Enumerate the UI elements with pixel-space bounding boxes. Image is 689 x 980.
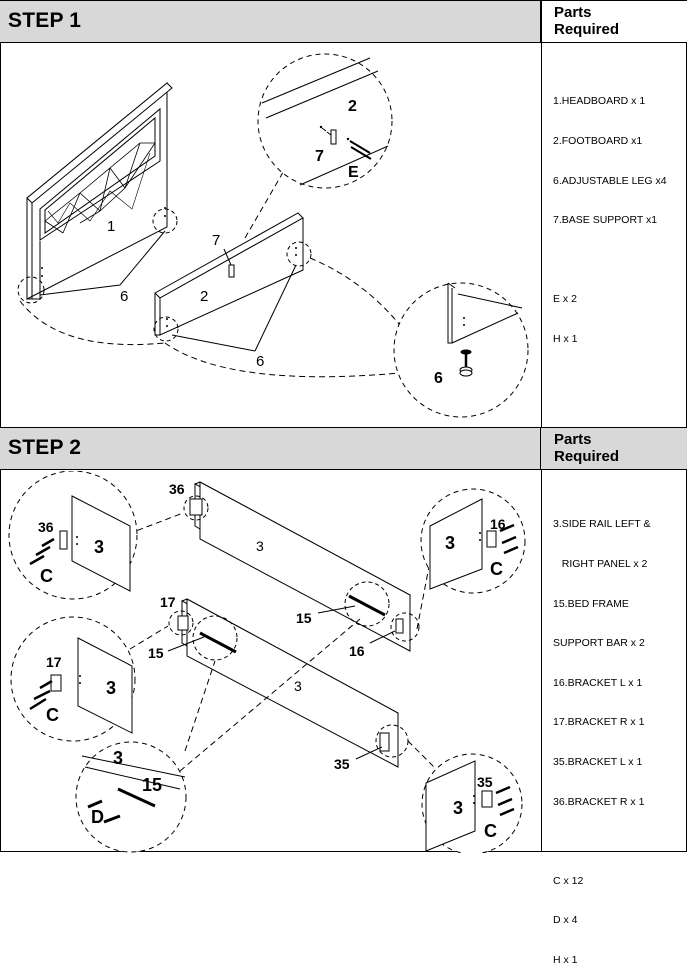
step1-header: STEP 1 [0,1,541,43]
detail-circle-bracket36 [8,471,138,600]
d2-screw-label: C [46,705,59,725]
base-support-label: 7 [212,232,220,249]
step2-title: STEP 2 [8,436,82,459]
d2-bracket-label: 17 [46,654,62,670]
d5-rail-label: 3 [453,798,463,818]
column-divider [541,1,542,852]
step1-title: STEP 1 [8,9,82,32]
part-item: 15.BED FRAME [553,597,629,610]
bracket17-label: 17 [160,594,176,610]
headboard-label: 1 [107,218,115,235]
step2-diagram: 3 3 36 17 15 15 16 35 36 3 C [8,471,526,853]
footboard-drawing [154,212,304,336]
parts-heading-line2: Required [554,448,620,465]
part-item: 2.FOOTBOARD x1 [553,135,643,148]
part-item: 36.BRACKET R x 1 [553,795,645,808]
step2-parts-list: 3.SIDE RAIL LEFT & RIGHT PANEL x 2 15.BE… [553,492,650,980]
lower-rail-drawing [177,598,400,768]
part-item: 1.HEADBOARD x 1 [553,95,646,108]
part-item: 17.BRACKET R x 1 [553,716,645,729]
headboard-drawing [26,81,173,300]
parts-heading-line1: Parts [554,431,592,448]
detail-leg-label: 6 [434,370,443,387]
hardware-item: D x 4 [553,914,578,927]
d4-rail-label: 3 [445,533,455,553]
detail-circle-bracket17 [10,616,136,742]
hardware-item: H x 1 [553,332,578,345]
hardware-item: E x 2 [553,293,577,306]
hardware-item: C x 12 [553,874,584,887]
bracket35-label: 35 [334,756,350,772]
part-item: SUPPORT BAR x 2 [553,637,645,650]
d1-rail-label: 3 [94,537,104,557]
detail-circle-leg [393,282,529,418]
upper-rail-label: 3 [256,538,264,554]
leg-label-b: 6 [256,353,264,370]
d1-bracket-label: 36 [38,519,54,535]
part-item: 35.BRACKET L x 1 [553,756,643,769]
part-item: RIGHT PANEL x 2 [553,558,648,571]
d5-bracket-label: 35 [477,774,493,790]
step1-parts-list: 1.HEADBOARD x 1 2.FOOTBOARD x1 6.ADJUSTA… [553,69,667,359]
part-item: 7.BASE SUPPORT x1 [553,214,658,227]
upper-rail-drawing [189,481,412,652]
d5-screw-label: C [484,821,497,841]
bracket36-label: 36 [169,481,185,497]
part-item: 16.BRACKET L x 1 [553,676,643,689]
part-item: 3.SIDE RAIL LEFT & [553,518,651,531]
part-item: 6.ADJUSTABLE LEG x4 [553,174,667,187]
hardware-item: H x 1 [553,953,578,966]
detail-footboard-label: 2 [348,98,357,115]
leg-label-a: 6 [120,288,128,305]
d1-screw-label: C [40,566,53,586]
bar15-upper-label: 15 [296,610,312,626]
footboard-label: 2 [200,288,208,305]
lower-rail-label: 3 [294,678,302,694]
detail-circle-bracket16 [420,488,526,594]
d3-rail-label: 3 [113,748,123,768]
instruction-sheet [0,0,687,852]
detail-circle-bar15 [75,741,187,853]
step1-diagram: 1 2 7 6 6 2 7 E [17,53,529,418]
parts-heading-line1: Parts [554,4,592,21]
detail-support-label: 7 [315,148,324,165]
step2-header: STEP 2 [0,427,541,470]
bracket16-label: 16 [349,643,365,659]
bar15-lower-label: 15 [148,645,164,661]
d4-bracket-label: 16 [490,516,506,532]
detail-circle-footboard [257,53,393,189]
detail-circle-bracket35 [421,753,523,853]
parts-heading-line2: Required [554,21,620,38]
d4-screw-label: C [490,559,503,579]
d3-screw-label: D [91,807,104,827]
d3-bar-label: 15 [142,775,162,795]
detail-screw-label: E [348,164,359,181]
d2-rail-label: 3 [106,678,116,698]
